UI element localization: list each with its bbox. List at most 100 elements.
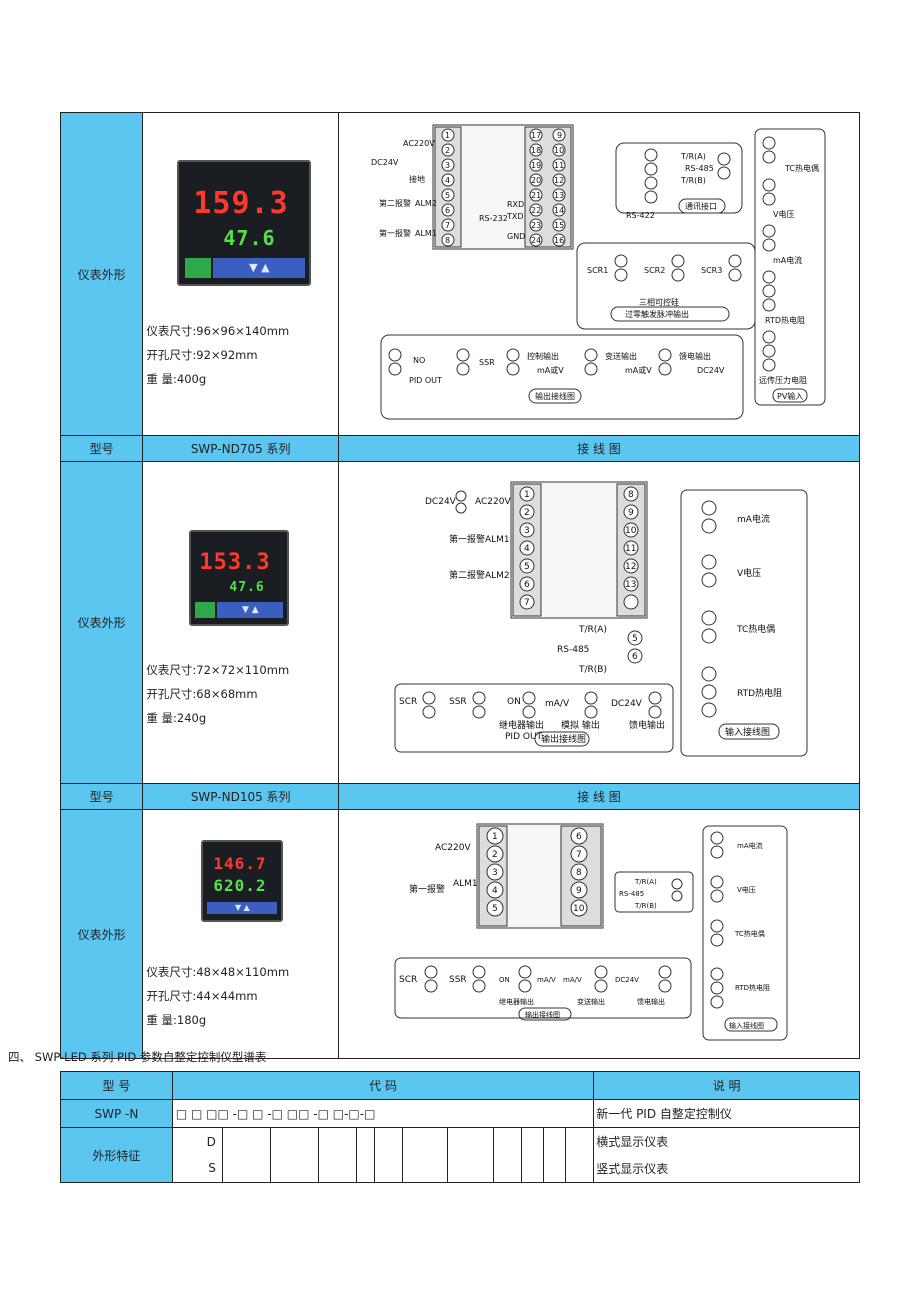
svg-text:6: 6 xyxy=(576,832,582,842)
svg-text:8: 8 xyxy=(576,868,582,878)
d3-in-wiring: 输入接线图 xyxy=(729,1021,764,1030)
d1-rxd: RXD xyxy=(507,200,524,209)
svg-text:16: 16 xyxy=(554,236,564,245)
wiring-label-2: 接 线 图 xyxy=(337,783,861,810)
svg-text:1: 1 xyxy=(492,832,498,842)
d2-in-wiring: 输入接线图 xyxy=(725,726,770,738)
svg-text:10: 10 xyxy=(573,904,585,914)
cutout-1: 开孔尺寸:92×92mm xyxy=(146,348,258,362)
d1-rtd: RTD热电阻 xyxy=(765,315,805,325)
d1-tc: TC热电偶 xyxy=(784,163,819,173)
d1-out-wiring: 输出接线图 xyxy=(535,391,575,401)
d3-volt: V电压 xyxy=(737,885,756,894)
wiring-label-1: 接 线 图 xyxy=(337,435,861,462)
svg-text:5: 5 xyxy=(445,191,450,200)
svg-text:14: 14 xyxy=(554,206,564,215)
meter-cell-1: 159.3 47.6 ▼ ▲ 仪表尺寸:96×96×140mm 开孔尺寸:92×… xyxy=(142,112,339,436)
d2-pid-out: PID OUT xyxy=(505,732,543,742)
cutout-3: 开孔尺寸:44×44mm xyxy=(146,989,258,1003)
cutout-2: 开孔尺寸:68×68mm xyxy=(146,687,258,701)
d3-out-wiring: 输出接线图 xyxy=(525,1010,560,1019)
svg-text:15: 15 xyxy=(554,221,564,230)
code-s: S xyxy=(208,1161,216,1175)
svg-text:4: 4 xyxy=(524,544,530,554)
model-label-1: 型号 xyxy=(59,435,144,462)
meter-image-1: 159.3 47.6 ▼ ▲ xyxy=(177,160,312,286)
header-model: 型 号 xyxy=(60,1071,173,1100)
d3-feed: 馈电输出 xyxy=(637,997,665,1006)
wiring-cell-3: 1 2 3 4 5 6 7 8 9 10 AC220V 第一报警 ALM1 T/… xyxy=(337,809,861,1059)
d1-mav: mA或V xyxy=(537,365,564,375)
spectrum-table: 型 号 代 码 说 明 SWP -N □ □ □□ -□ □ -□ □□ -□ … xyxy=(60,1071,860,1183)
wiring-cell-2: 1 2 3 4 5 6 7 8 9 10 11 12 13 DC24V AC xyxy=(337,461,861,784)
code-d: D xyxy=(206,1135,216,1149)
svg-text:12: 12 xyxy=(625,562,636,572)
d2-ssr: SSR xyxy=(449,697,467,707)
d3-tra: T/R(A) xyxy=(634,878,657,886)
d2-dc24v: DC24V xyxy=(611,699,643,709)
svg-text:9: 9 xyxy=(628,508,634,518)
d1-pv-in: PV输入 xyxy=(777,391,803,401)
meter-cell-3: 146.7 620.2 ▼ ▲ 仪表尺寸:48×48×110mm 开孔尺寸:44… xyxy=(142,809,339,1059)
appearance-codes: D S xyxy=(171,1127,223,1183)
d1-triphase2: 过零触发脉冲输出 xyxy=(625,309,689,319)
weight-3: 重 量:180g xyxy=(146,1013,207,1027)
svg-text:17: 17 xyxy=(531,131,541,140)
d3-mav: mA/V xyxy=(537,976,556,984)
svg-text:4: 4 xyxy=(492,886,498,896)
d2-alm2: 第二报警 xyxy=(449,569,485,581)
sv-display-2: 47.6 xyxy=(229,580,265,595)
d1-no: NO xyxy=(413,356,425,365)
model-label-2: 型号 xyxy=(59,783,144,810)
d1-gnd: GND xyxy=(507,232,525,241)
desc-d: 横式显示仪表 xyxy=(593,1127,860,1155)
svg-text:5: 5 xyxy=(492,904,498,914)
d1-ground: 接地 xyxy=(409,174,425,184)
d2-tc: TC热电偶 xyxy=(736,623,775,635)
svg-text:9: 9 xyxy=(576,886,582,896)
meter-cell-2: 153.3 47.6 ▼ ▲ 仪表尺寸:72×72×110mm 开孔尺寸:68×… xyxy=(142,461,339,784)
svg-text:22: 22 xyxy=(531,206,541,215)
pv-display-3: 146.7 xyxy=(213,854,267,873)
d1-feed: 馈电输出 xyxy=(679,351,711,361)
d1-ac: AC220V xyxy=(403,139,435,148)
d1-alm1: 第一报警 xyxy=(379,228,411,238)
d1-retrans: 变送输出 xyxy=(605,351,637,361)
svg-text:4: 4 xyxy=(445,176,450,185)
sv-display-3: 620.2 xyxy=(213,876,267,895)
d1-rs485: RS-485 xyxy=(685,164,714,173)
d1-scr1: SCR1 xyxy=(587,266,608,275)
svg-text:5: 5 xyxy=(524,562,530,572)
d3-rtd: RTD热电阻 xyxy=(735,983,770,992)
svg-text:18: 18 xyxy=(531,146,541,155)
d1-trb: T/R(B) xyxy=(680,176,706,185)
d1-press: 远传压力电阻 xyxy=(759,375,807,385)
svg-text:19: 19 xyxy=(531,161,541,170)
svg-text:10: 10 xyxy=(554,146,564,155)
model-2: SWP-ND105 系列 xyxy=(142,783,339,810)
svg-text:7: 7 xyxy=(445,221,450,230)
svg-text:6: 6 xyxy=(632,652,638,662)
svg-text:3: 3 xyxy=(524,526,530,536)
d2-mav: mA/V xyxy=(545,699,570,709)
d1-ma: mA电流 xyxy=(773,255,802,265)
svg-text:13: 13 xyxy=(625,580,636,590)
svg-text:10: 10 xyxy=(625,526,637,536)
d2-out-wiring: 输出接线图 xyxy=(541,733,586,745)
meter-image-3: 146.7 620.2 ▼ ▲ xyxy=(201,840,284,922)
d1-ssr: SSR xyxy=(479,358,495,367)
d3-mav2: mA/V xyxy=(563,976,582,984)
d1-volt: V电压 xyxy=(773,209,794,219)
d2-alm1: 第一报警 xyxy=(449,533,485,545)
wiring-diagram-3: 1 2 3 4 5 6 7 8 9 10 AC220V 第一报警 ALM1 T/… xyxy=(394,823,788,1041)
svg-text:8: 8 xyxy=(628,490,634,500)
d2-alm2-tag: ALM2 xyxy=(485,571,510,581)
d1-pid-out: PID OUT xyxy=(409,376,442,385)
svg-text:13: 13 xyxy=(554,191,564,200)
row-code: □ □ □□ -□ □ -□ □□ -□ □-□-□ xyxy=(171,1099,595,1128)
d2-feed: 馈电输出 xyxy=(629,719,665,731)
d1-mav2: mA或V xyxy=(625,365,652,375)
row-model: SWP -N xyxy=(60,1099,173,1128)
d1-alm2: 第二报警 xyxy=(379,198,411,208)
spec-table: 仪表外形 159.3 47.6 ▼ ▲ 仪表尺寸:96×96×140mm 开孔尺… xyxy=(59,112,861,1059)
